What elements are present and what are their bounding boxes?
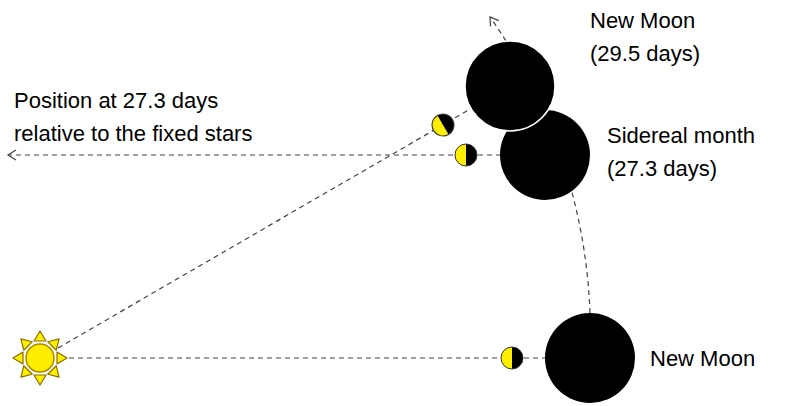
earth [545, 313, 635, 403]
sun-ray [34, 331, 46, 341]
diagram-label: New Moon [650, 342, 800, 375]
label-box: Position at 27.3 days relative to the fi… [14, 84, 286, 150]
label-box: Sidereal month (27.3 days) [607, 119, 777, 185]
sun-ray [57, 352, 67, 364]
sun-ray [13, 352, 23, 364]
diagram-label: Sidereal month (27.3 days) [607, 119, 777, 185]
fixed-star-arrow [8, 154, 462, 155]
diagram-label: New Moon (29.5 days) [590, 4, 725, 70]
label-box: New Moon [650, 342, 800, 375]
earth [465, 41, 555, 131]
moon [428, 110, 458, 140]
label-box: New Moon (29.5 days) [590, 4, 725, 70]
sun-ray [34, 375, 46, 385]
sun [13, 331, 67, 385]
moon [501, 347, 523, 369]
diagram-label: Position at 27.3 days relative to the fi… [14, 84, 286, 150]
moon [455, 144, 477, 166]
sun-line [60, 357, 500, 358]
